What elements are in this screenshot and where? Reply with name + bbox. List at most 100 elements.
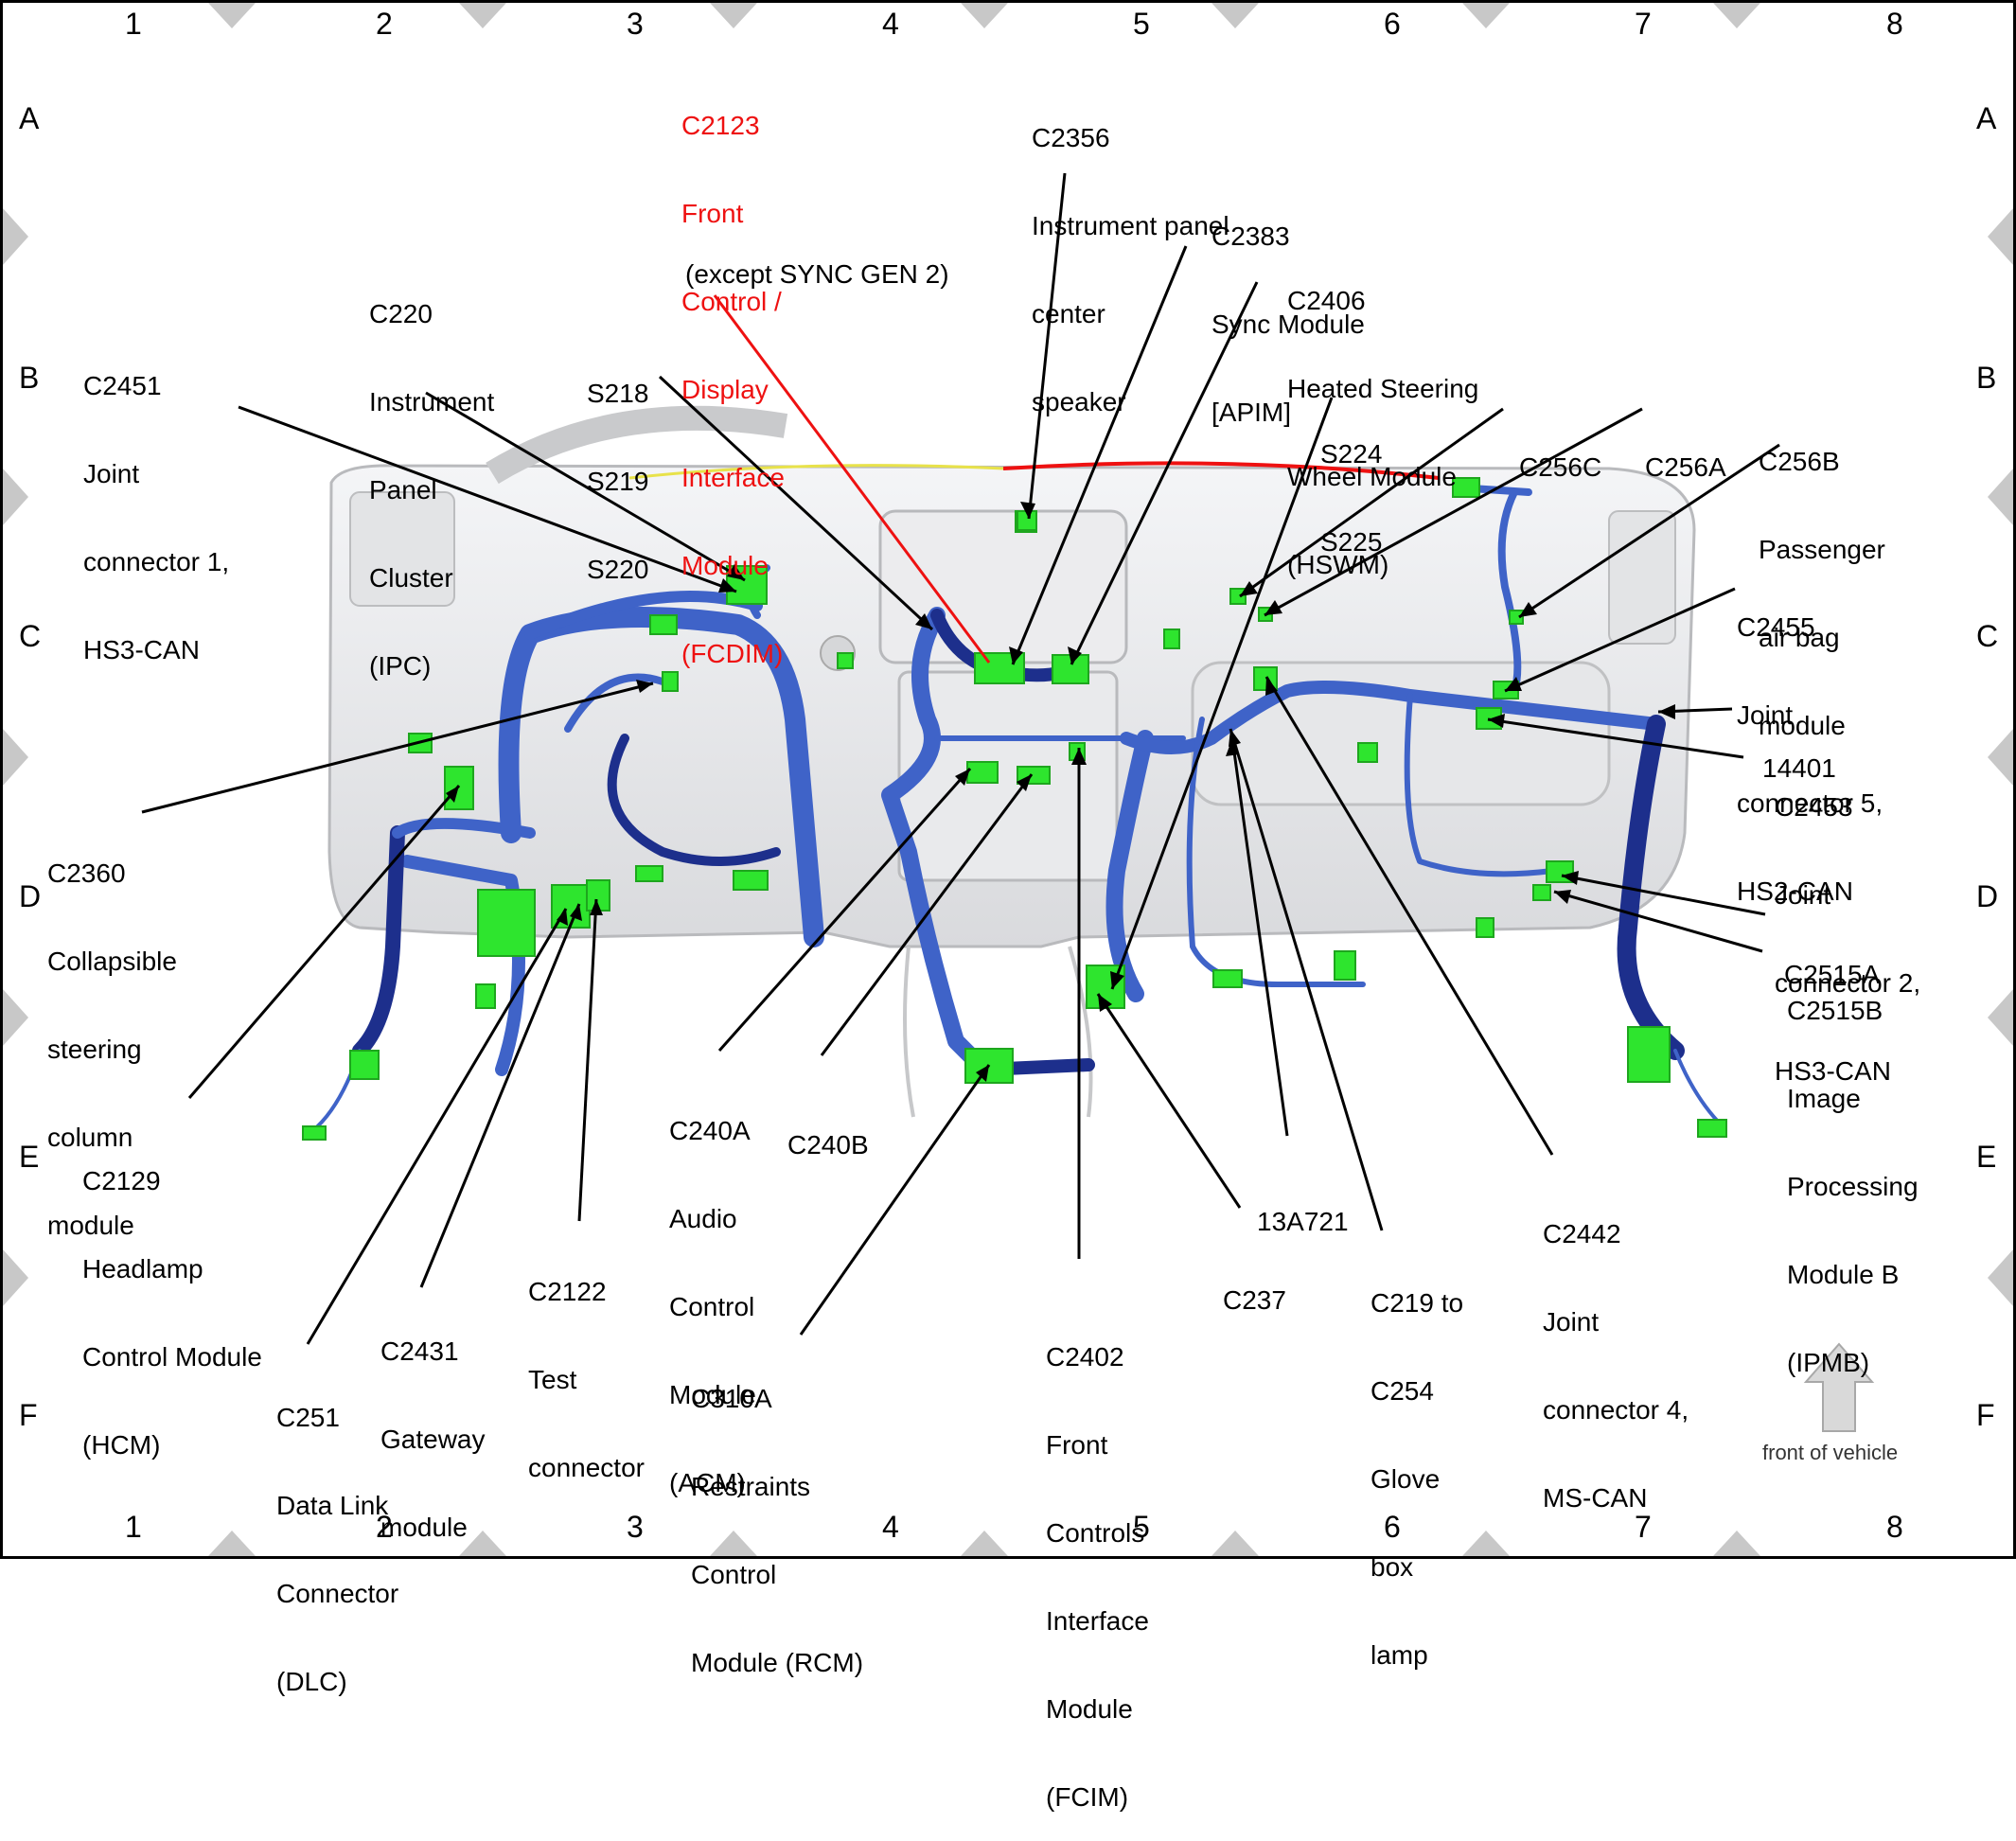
callout-line: HS3-CAN	[83, 635, 200, 664]
callout-line: Sync Module	[1211, 310, 1365, 339]
grid-col-bottom-6: 6	[1384, 1510, 1401, 1544]
callout-line: connector 2,	[1775, 968, 1921, 998]
grid-row-right-a: A	[1976, 101, 1997, 135]
callout-c256a: C256A	[1645, 394, 1726, 511]
callout-c237: C237	[1223, 1227, 1286, 1344]
callout-line: steering	[47, 1035, 142, 1064]
callout-line: C2406	[1287, 286, 1366, 315]
callout-line: C2402	[1046, 1342, 1124, 1372]
callout-c240b: C240B	[787, 1071, 869, 1189]
callout-c256b: C256B Passenger air bag module	[1759, 388, 1885, 770]
callout-line: S225	[1320, 527, 1383, 557]
callout-c2406: C2406 Heated Steering Wheel Module (HSWM…	[1287, 227, 1478, 609]
grid-row-left-d: D	[19, 879, 42, 913]
grid-col-top-3: 3	[627, 7, 644, 41]
callout-line: (ACM)	[669, 1468, 746, 1497]
callout-line: C251	[276, 1403, 340, 1432]
callout-line: Front	[1046, 1430, 1108, 1460]
grid-row-right-e: E	[1976, 1140, 1997, 1174]
callout-line: Panel	[369, 475, 437, 505]
callout-line: C256C	[1519, 452, 1602, 482]
callout-line: connector 4,	[1543, 1395, 1689, 1425]
callout-s218: S218 S219 S220	[587, 320, 648, 613]
grid-row-right-c: C	[1976, 619, 1999, 653]
callout-line: HS3-CAN	[1775, 1056, 1891, 1086]
grid-col-top-5: 5	[1133, 7, 1150, 41]
grid-row-left-b: B	[19, 361, 40, 395]
leader-lines	[141, 172, 1780, 1345]
callout-line: column	[47, 1123, 133, 1152]
callout-line: S220	[587, 555, 649, 584]
grid-col-top-6: 6	[1384, 7, 1401, 41]
callout-line: Restraints	[691, 1472, 811, 1501]
wiring-diagram	[3, 3, 2013, 1556]
callout-line: C2442	[1543, 1219, 1621, 1248]
callout-line: speaker	[1032, 387, 1126, 416]
diagram-frame	[0, 0, 2016, 1559]
callout-line: Cluster	[369, 563, 453, 593]
grid-col-bottom-7: 7	[1635, 1510, 1652, 1544]
callout-line: Interface	[1046, 1606, 1149, 1636]
callout-c2515b: C2515B Image Processing Module B (IPMB)	[1787, 937, 1919, 1407]
callout-line: module	[47, 1211, 134, 1240]
callout-line: Module B	[1787, 1260, 1900, 1289]
callout-line: Instrument panel	[1032, 211, 1229, 240]
callout-line: C237	[1223, 1285, 1286, 1315]
callout-line: Module (RCM)	[691, 1648, 864, 1677]
grid-col-top-4: 4	[882, 7, 899, 41]
callout-c2123-line: Front	[681, 199, 744, 228]
callout-line: C240B	[787, 1130, 869, 1159]
callout-line: Module	[669, 1380, 756, 1409]
callout-line: [APIM]	[1211, 398, 1292, 427]
callout-c2129: C2129 Headlamp Control Module (HCM)	[82, 1107, 262, 1489]
callout-c2431: C2431 Gateway module	[380, 1278, 486, 1571]
callout-line: S218	[587, 379, 649, 408]
callout-line: C256A	[1645, 452, 1726, 482]
callout-14401: 14401	[1762, 695, 1836, 812]
callout-line: S219	[587, 467, 649, 496]
callout-line: Module	[1046, 1694, 1133, 1724]
callout-c310a: C310A Restraints Control Module (RCM)	[691, 1325, 863, 1707]
callout-line: (DLC)	[276, 1667, 347, 1696]
callout-c251: C251 Data Link Connector (DLC)	[276, 1344, 398, 1726]
callout-line: C2453	[1775, 792, 1853, 822]
callout-line: air bag	[1759, 623, 1840, 652]
callout-line: 13A721	[1257, 1207, 1349, 1236]
callout-c2453: C2453 Joint connector 2, HS3-CAN	[1775, 734, 1920, 1115]
callout-c2360: C2360 Collapsible steering column module	[47, 800, 177, 1269]
grid-col-top-2: 2	[376, 7, 393, 41]
grid-col-top-8: 8	[1886, 7, 1903, 41]
callout-line: Joint	[83, 459, 140, 488]
callout-c2402: C2402 Front Controls Interface Module (F…	[1046, 1283, 1149, 1841]
callout-line: C2455	[1737, 612, 1815, 642]
up-arrow-icon	[1803, 1342, 1875, 1432]
border-markers	[3, 3, 2013, 1556]
callout-line: (HSWM)	[1287, 550, 1389, 579]
callout-line: Connector	[276, 1579, 399, 1608]
grid-col-bottom-2: 2	[376, 1510, 393, 1544]
callout-line: Instrument	[369, 387, 495, 416]
callout-line: Heated Steering	[1287, 374, 1479, 403]
callout-s224: S224 S225	[1320, 381, 1382, 586]
wire-red	[1002, 461, 1440, 480]
grid-col-bottom-4: 4	[882, 1510, 899, 1544]
callout-line: connector 5,	[1737, 788, 1883, 818]
callout-line: (HCM)	[82, 1430, 161, 1460]
callout-c2123-line: (FCDIM)	[681, 639, 784, 668]
callout-line: Control Module	[82, 1342, 262, 1372]
callout-line: Controls	[1046, 1518, 1145, 1548]
callout-line: Control	[691, 1560, 777, 1589]
callout-line: C240A	[669, 1116, 751, 1145]
grid-col-bottom-3: 3	[627, 1510, 644, 1544]
callout-line: Data Link	[276, 1491, 389, 1520]
callout-line: (FCIM)	[1046, 1782, 1129, 1812]
callout-line: C219 to	[1371, 1288, 1464, 1318]
callout-line: C2515B	[1787, 996, 1883, 1025]
wire-yellow	[628, 464, 1004, 480]
callout-line: Passenger	[1759, 535, 1885, 564]
leader-line-highlight	[713, 294, 991, 664]
callout-c2122: C2122 Test connector	[528, 1218, 645, 1512]
callout-c2123-line: Control /	[681, 287, 782, 316]
arrowheads	[446, 502, 1675, 1082]
callout-c2123-line: Interface	[681, 463, 785, 492]
